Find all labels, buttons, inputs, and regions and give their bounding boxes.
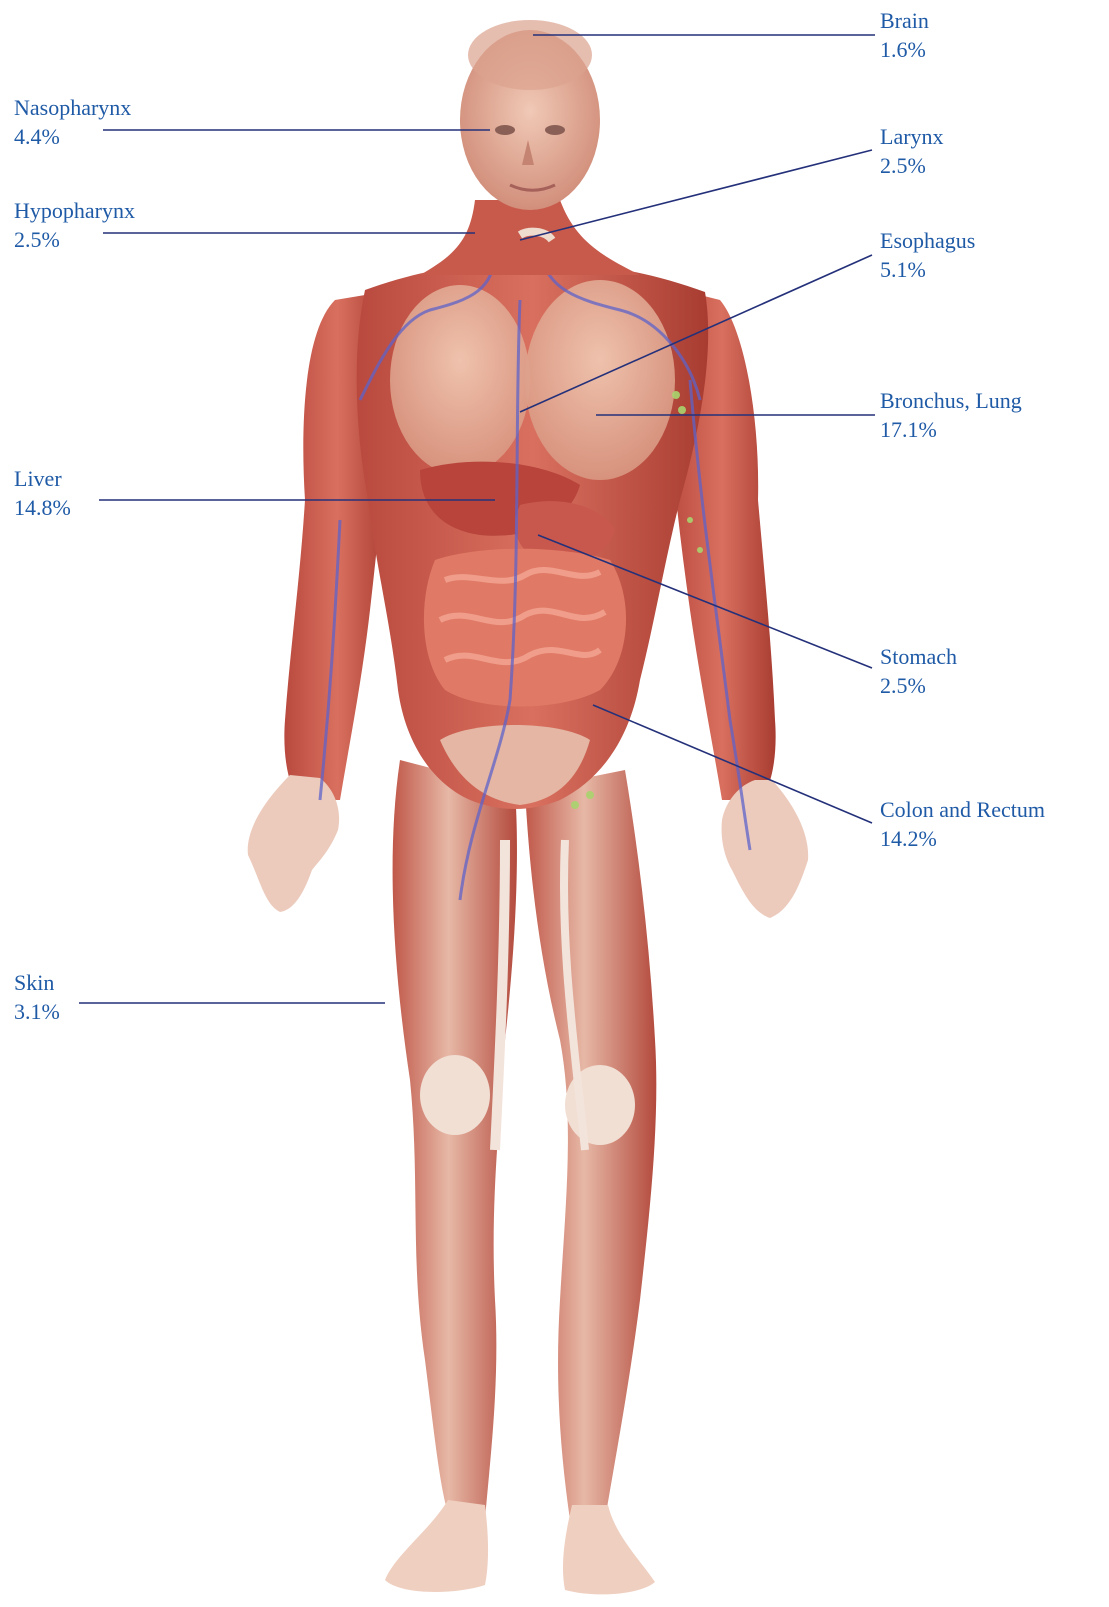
label-colon-value: 14.2% <box>880 824 1045 853</box>
label-nasopharynx-value: 4.4% <box>14 122 131 151</box>
label-hypopharynx-name: Hypopharynx <box>14 196 135 225</box>
label-skin: Skin 3.1% <box>14 968 60 1026</box>
label-brain-name: Brain <box>880 6 929 35</box>
label-lung: Bronchus, Lung 17.1% <box>880 386 1022 444</box>
label-liver-value: 14.8% <box>14 493 71 522</box>
label-hypopharynx-value: 2.5% <box>14 225 135 254</box>
label-hypopharynx: Hypopharynx 2.5% <box>14 196 135 254</box>
legs <box>385 760 656 1594</box>
label-nasopharynx: Nasopharynx 4.4% <box>14 93 131 151</box>
label-colon: Colon and Rectum 14.2% <box>880 795 1045 853</box>
label-larynx: Larynx 2.5% <box>880 122 944 180</box>
label-lung-value: 17.1% <box>880 415 1022 444</box>
label-esophagus-name: Esophagus <box>880 226 975 255</box>
label-brain: Brain 1.6% <box>880 6 929 64</box>
label-skin-name: Skin <box>14 968 60 997</box>
label-liver: Liver 14.8% <box>14 464 71 522</box>
label-brain-value: 1.6% <box>880 35 929 64</box>
label-lung-name: Bronchus, Lung <box>880 386 1022 415</box>
label-nasopharynx-name: Nasopharynx <box>14 93 131 122</box>
label-liver-name: Liver <box>14 464 71 493</box>
label-skin-value: 3.1% <box>14 997 60 1026</box>
label-colon-name: Colon and Rectum <box>880 795 1045 824</box>
label-stomach-name: Stomach <box>880 642 957 671</box>
label-stomach: Stomach 2.5% <box>880 642 957 700</box>
label-larynx-name: Larynx <box>880 122 944 151</box>
label-esophagus: Esophagus 5.1% <box>880 226 975 284</box>
label-esophagus-value: 5.1% <box>880 255 975 284</box>
label-stomach-value: 2.5% <box>880 671 957 700</box>
label-larynx-value: 2.5% <box>880 151 944 180</box>
